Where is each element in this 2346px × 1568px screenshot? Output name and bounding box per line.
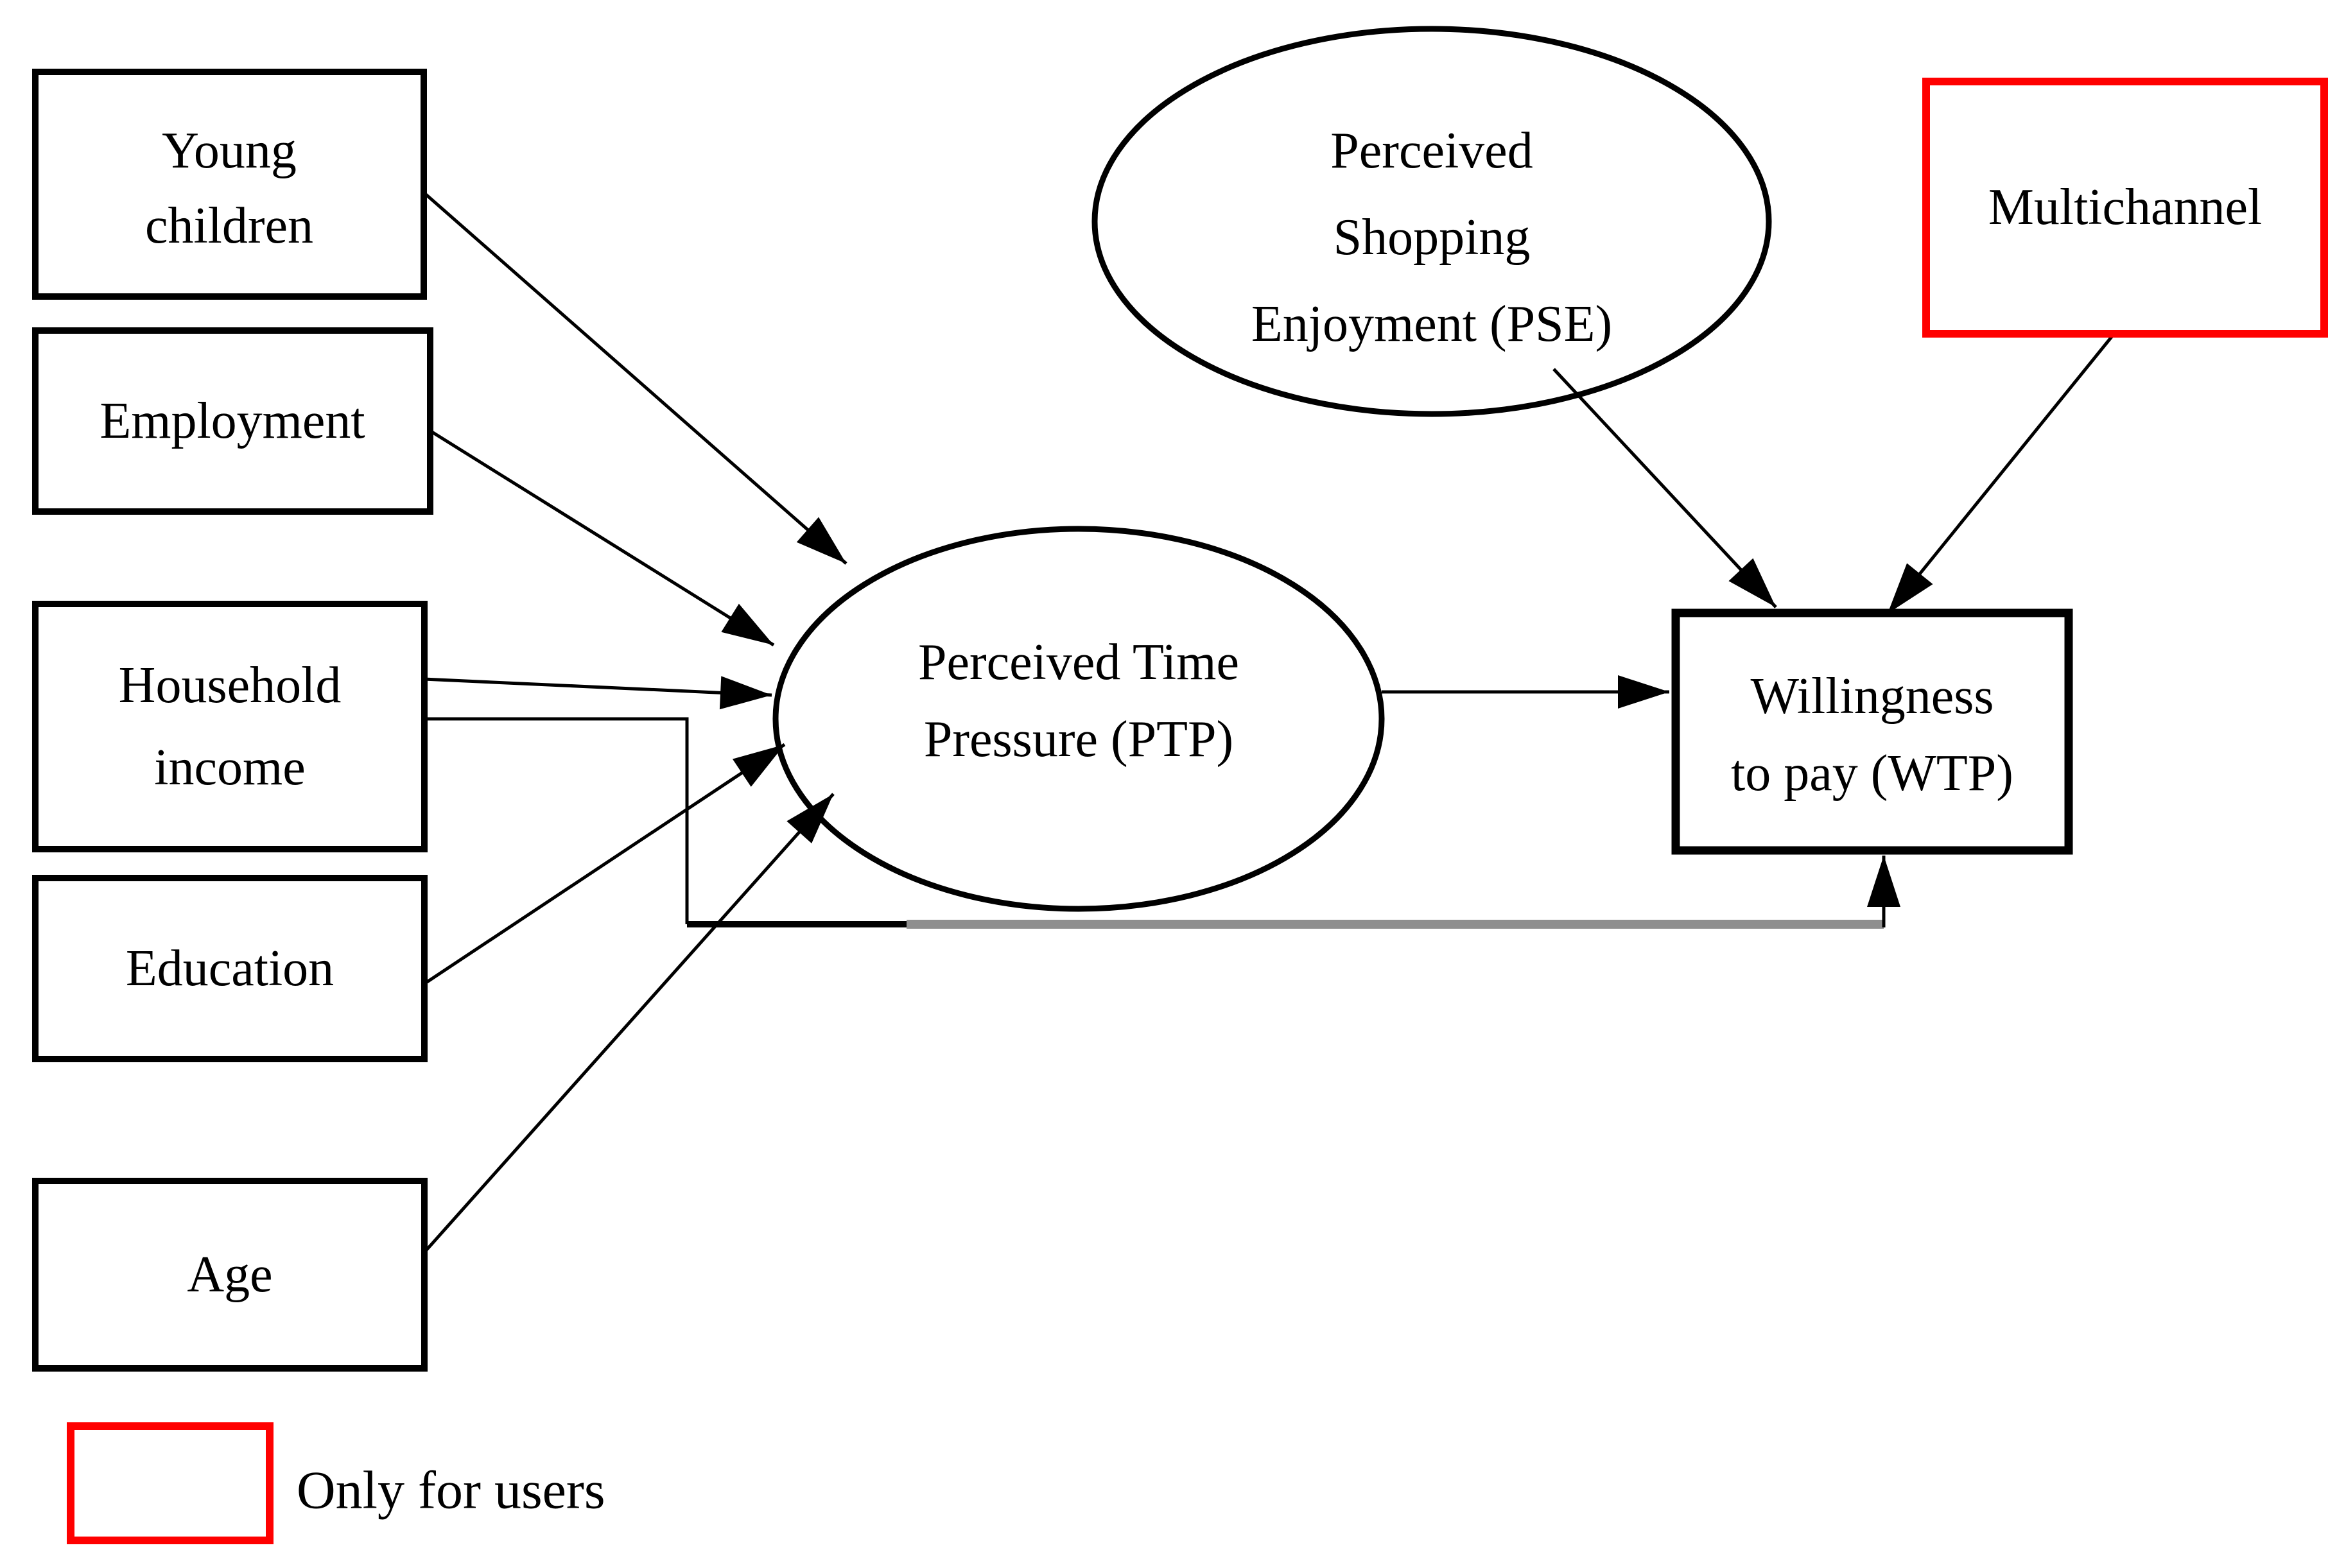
employment-label: Employment <box>100 393 365 449</box>
employment-box <box>32 327 433 515</box>
education-label: Education <box>126 940 334 997</box>
ptp-ellipse <box>772 526 1385 912</box>
elbow-segment-start <box>424 717 689 924</box>
legend: Only for users <box>67 1422 605 1544</box>
household-income-box <box>32 601 428 852</box>
arrow-young-children-to-ptp <box>422 191 847 565</box>
node-household-income: Household income <box>32 601 428 852</box>
ptp-label-line2: Pressure (PTP) <box>924 711 1233 768</box>
arrow-multichannel-to-wtp <box>1886 333 2115 615</box>
young-children-label-line1: Young <box>162 123 297 179</box>
young-children-box <box>32 69 427 300</box>
node-ptp: Perceived Time Pressure (PTP) <box>772 526 1385 912</box>
age-box <box>32 1178 428 1372</box>
node-age: Age <box>32 1178 428 1372</box>
arrow-age-to-ptp <box>424 793 835 1253</box>
legend-label: Only for users <box>297 1461 605 1521</box>
age-label: Age <box>187 1246 272 1303</box>
arrow-pse-to-wtp <box>1552 368 1777 608</box>
pse-label-line1: Perceived <box>1330 123 1533 179</box>
node-pse: Perceived Shopping Enjoyment (PSE) <box>1091 26 1772 417</box>
arrow-employment-to-ptp <box>428 428 775 647</box>
node-employment: Employment <box>32 327 433 515</box>
legend-swatch-red-box <box>67 1422 274 1544</box>
household-income-label-line2: income <box>154 739 305 796</box>
pse-label-line2: Shopping <box>1334 209 1531 266</box>
multichannel-box <box>1922 78 2328 338</box>
ptp-label-line1: Perceived Time <box>918 634 1239 691</box>
node-education: Education <box>32 875 428 1062</box>
wtp-label-line2: to pay (WTP) <box>1731 745 2013 802</box>
household-income-label-line1: Household <box>119 657 342 714</box>
node-young-children: Young children <box>32 69 427 300</box>
edges <box>422 191 2115 1253</box>
pse-label-line3: Enjoyment (PSE) <box>1251 296 1612 352</box>
young-children-label-line2: children <box>145 198 313 254</box>
wtp-label-line1: Willingness <box>1751 668 1994 725</box>
elbow-household-income-to-wtp <box>424 717 1900 929</box>
node-multichannel: Multichannel <box>1922 78 2328 338</box>
arrow-household-income-to-ptp <box>423 676 772 710</box>
education-box <box>32 875 428 1062</box>
pse-ellipse <box>1091 26 1772 417</box>
node-wtp: Willingness to pay (WTP) <box>1671 608 2073 855</box>
wtp-box <box>1671 608 2073 855</box>
multichannel-label: Multichannel <box>1988 179 2263 236</box>
arrow-education-to-ptp <box>426 743 786 984</box>
